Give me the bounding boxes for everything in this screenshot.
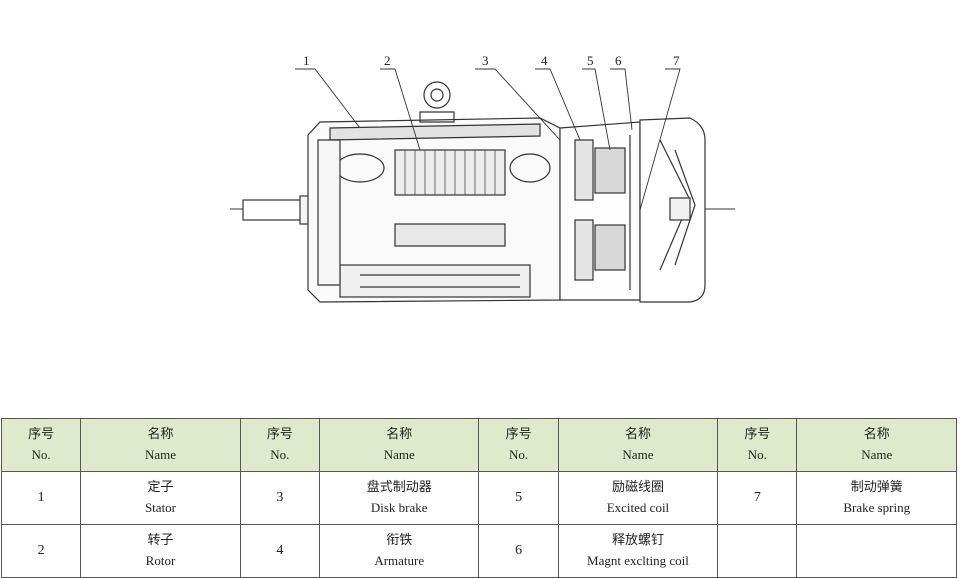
part-no: 5 xyxy=(478,471,559,525)
callout-2: 2 xyxy=(384,53,391,68)
part-no: 4 xyxy=(239,524,320,578)
part-no: 6 xyxy=(478,524,559,578)
part-no xyxy=(717,524,798,578)
part-name xyxy=(796,524,957,578)
part-no: 3 xyxy=(239,471,320,525)
callout-4: 4 xyxy=(541,53,548,68)
part-no: 1 xyxy=(0,471,82,525)
callout-7: 7 xyxy=(673,53,680,68)
part-no: 7 xyxy=(717,471,798,525)
callout-5: 5 xyxy=(587,53,594,68)
callout-3: 3 xyxy=(482,53,489,68)
part-no: 2 xyxy=(0,524,82,578)
callout-6: 6 xyxy=(615,53,622,68)
callout-1: 1 xyxy=(303,53,310,68)
brake-motor-section-drawing: 1 2 3 4 5 6 7 xyxy=(230,53,735,303)
